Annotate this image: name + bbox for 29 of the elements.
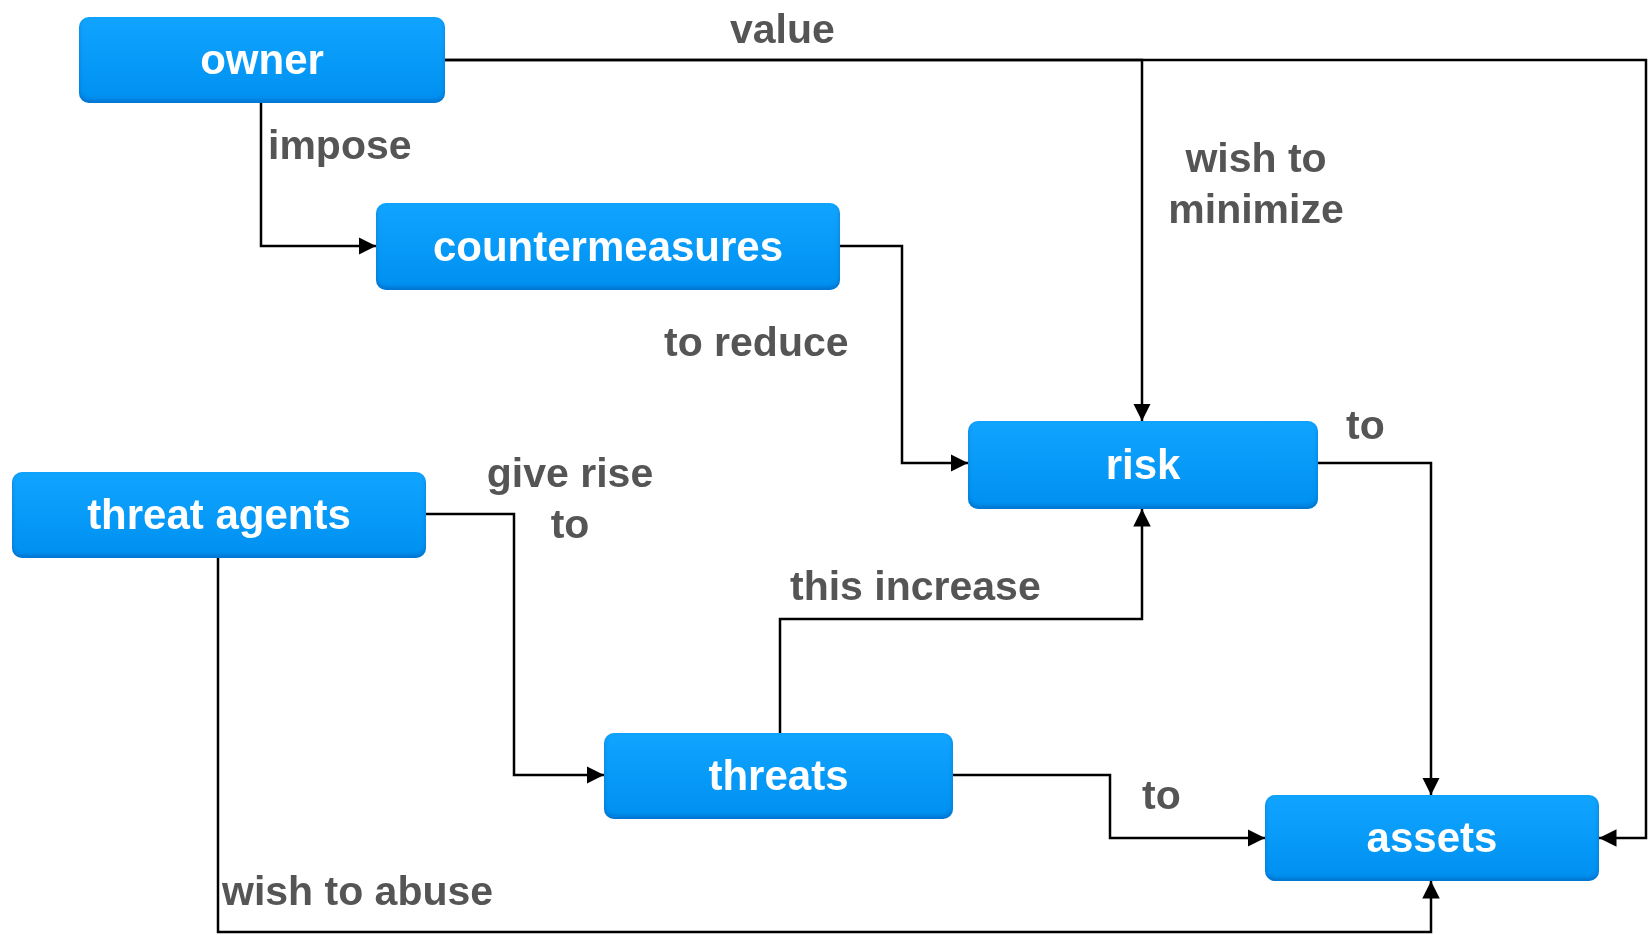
process-box (968, 421, 1318, 509)
node-label: assets (1366, 817, 1498, 859)
edge-label: give rise to (485, 449, 655, 550)
node-label: countermeasures (432, 225, 784, 268)
edge-label: to (1346, 401, 1386, 450)
process-box (12, 472, 426, 558)
arrow (259, 103, 376, 255)
edge-label: impose (268, 121, 413, 170)
edge-label: value (730, 5, 836, 54)
process-box (79, 17, 445, 103)
edge-label: wish to abuse (222, 867, 495, 916)
arrow (953, 773, 1265, 847)
arrow (426, 512, 604, 784)
node-label: threats (708, 755, 849, 797)
edge-label: wish to minimize (1167, 134, 1345, 235)
process-box (604, 733, 953, 819)
arrow (1318, 461, 1440, 795)
edge-label: this increase (790, 562, 1042, 611)
process-box (376, 203, 840, 290)
edge-label: to (1142, 771, 1182, 820)
arrow (778, 509, 1151, 733)
process-box (1265, 795, 1599, 881)
edge-label: to reduce (664, 318, 850, 367)
arrow (445, 58, 1648, 847)
arrow (216, 558, 1440, 934)
node-label: owner (200, 39, 324, 81)
node-label: risk (1105, 444, 1181, 486)
node-label: threat agents (87, 494, 351, 536)
arrow (840, 244, 968, 472)
